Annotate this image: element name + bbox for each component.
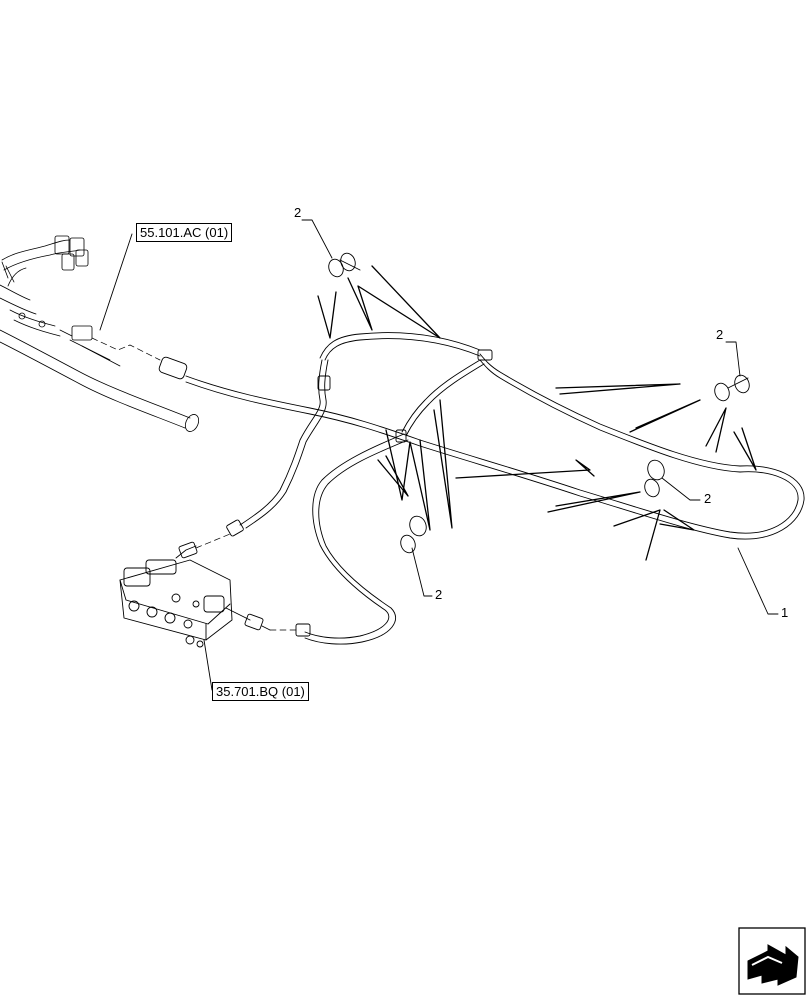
hose-clip-b xyxy=(714,374,750,402)
valve-block xyxy=(119,533,271,648)
callout-clip-a: 2 xyxy=(294,205,302,220)
reference-55-101-ac[interactable]: 55.101.AC (01) xyxy=(136,223,233,242)
callout-clip-c: 2 xyxy=(704,491,712,506)
main-harness xyxy=(158,332,805,645)
callout-harness: 1 xyxy=(781,605,789,620)
hose-clip-d xyxy=(400,515,427,554)
reference-35-701-bq[interactable]: 35.701.BQ (01) xyxy=(212,682,309,701)
hose-clip-c xyxy=(644,459,665,498)
callout-clip-d: 2 xyxy=(435,587,443,602)
arrow-navigation-icon[interactable] xyxy=(738,927,806,995)
callout-leaders xyxy=(99,219,779,691)
hose-clips xyxy=(328,252,750,554)
routing-leaders xyxy=(317,265,757,561)
upper-left-assembly xyxy=(0,235,200,432)
callout-clip-b: 2 xyxy=(716,327,724,342)
hose-clip-a xyxy=(328,252,361,278)
